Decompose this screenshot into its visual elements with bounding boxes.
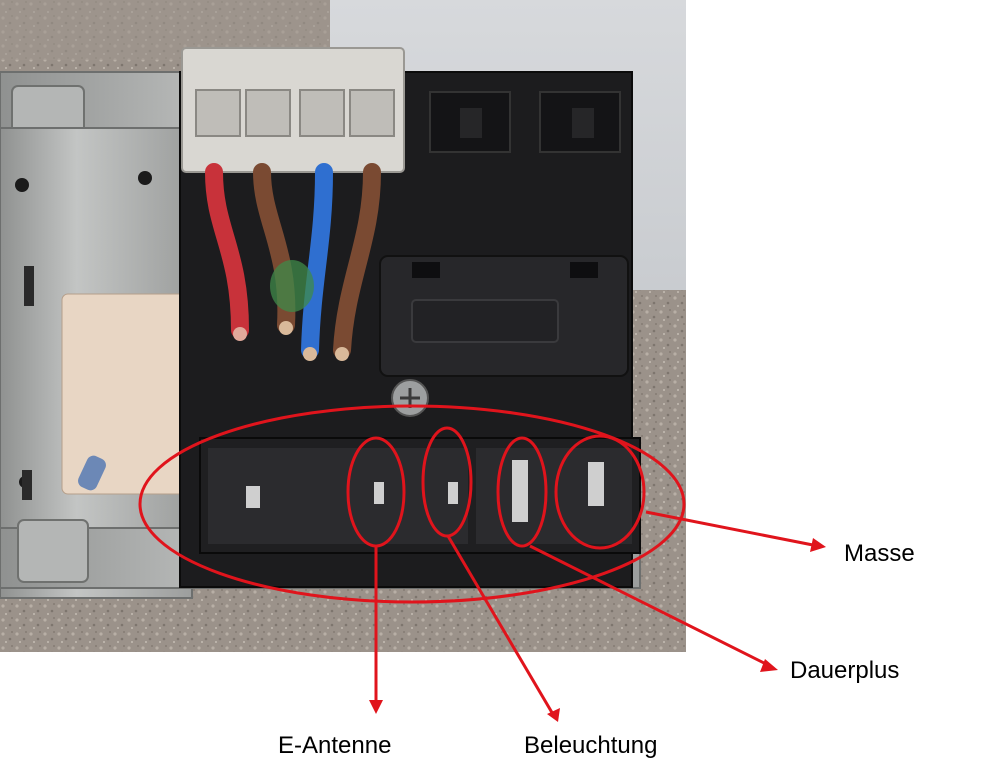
e-antenne-arrowhead: [369, 700, 383, 714]
label-dauerplus: Dauerplus: [790, 657, 900, 684]
masse-pin-circle: [554, 434, 646, 550]
dauerplus-arrowhead: [760, 659, 778, 672]
label-masse: Masse: [844, 540, 915, 567]
wires: [205, 163, 381, 361]
beleuchtung-arrowhead: [547, 708, 560, 722]
white-connector: [181, 47, 405, 173]
annotation-overlay: [138, 404, 819, 717]
label-e-antenne: E-Antenne: [278, 732, 392, 759]
dauerplus-pointer-line: [529, 544, 771, 668]
beleuchtung-pointer-line: [446, 535, 556, 717]
annotation-arrowheads: [369, 538, 826, 722]
label-beleuchtung: Beleuchtung: [524, 732, 658, 759]
dauerplus-pin-circle: [496, 436, 548, 548]
beleuchtung-pin-circle: [421, 426, 473, 538]
masse-pointer-line: [645, 510, 819, 548]
socket-highlight-ellipse: [138, 404, 686, 604]
masse-arrowhead: [810, 538, 826, 552]
part-number-sticker: [61, 293, 187, 495]
